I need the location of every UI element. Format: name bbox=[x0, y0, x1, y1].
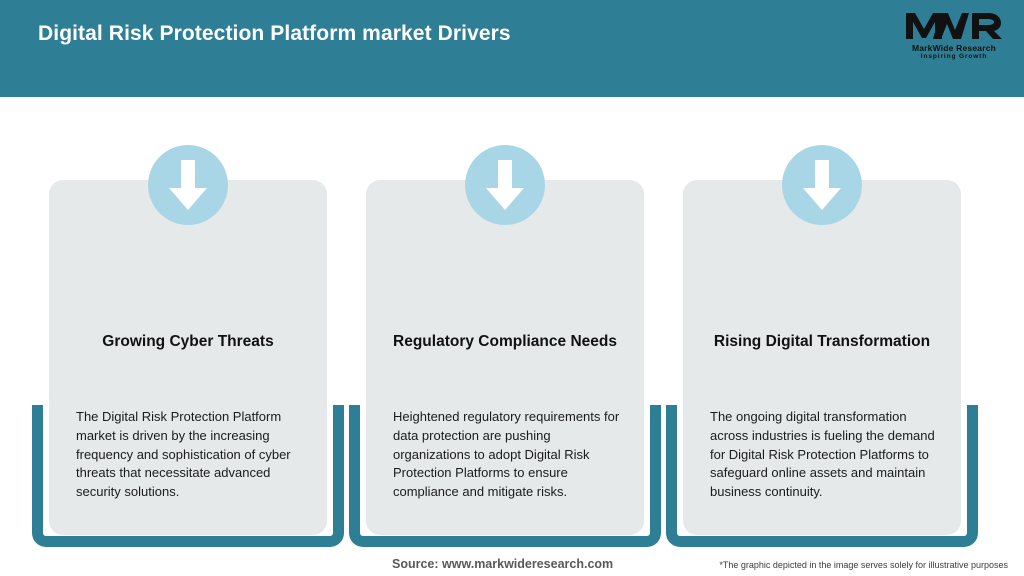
driver-card-1: Growing Cyber Threats The Digital Risk P… bbox=[32, 97, 344, 547]
disclaimer-label: *The graphic depicted in the image serve… bbox=[719, 560, 1008, 570]
arrow-down-glyph bbox=[169, 160, 207, 210]
page-title: Digital Risk Protection Platform market … bbox=[38, 22, 511, 45]
drivers-card-list: Growing Cyber Threats The Digital Risk P… bbox=[0, 97, 1024, 547]
arrow-down-icon bbox=[148, 145, 228, 225]
source-label: Source: www.markwideresearch.com bbox=[392, 557, 614, 571]
card-panel: Regulatory Compliance Needs Heightened r… bbox=[366, 180, 644, 535]
card-accent-bracket bbox=[349, 405, 661, 547]
logo-tagline: Inspiring Growth bbox=[920, 53, 988, 60]
arrow-down-glyph bbox=[486, 160, 524, 210]
arrow-down-glyph bbox=[803, 160, 841, 210]
card-body-text: The ongoing digital transformation acros… bbox=[710, 409, 935, 500]
arrow-down-icon bbox=[465, 145, 545, 225]
card-title: Regulatory Compliance Needs bbox=[393, 333, 617, 350]
card-title: Rising Digital Transformation bbox=[713, 333, 931, 350]
brand-logo: MarkWide Research Inspiring Growth bbox=[902, 8, 1006, 66]
logo-company-name: MarkWide Research bbox=[911, 43, 997, 53]
card-body-text: The Digital Risk Protection Platform mar… bbox=[76, 409, 291, 500]
card-title: Growing Cyber Threats bbox=[102, 333, 274, 350]
mwr-logo-icon bbox=[906, 13, 1002, 39]
card-accent-bracket bbox=[32, 405, 344, 547]
page-header: Digital Risk Protection Platform market … bbox=[0, 0, 1024, 97]
card-body-text: Heightened regulatory requirements for d… bbox=[393, 409, 620, 500]
card-panel: Rising Digital Transformation The ongoin… bbox=[683, 180, 961, 535]
card-panel: Growing Cyber Threats The Digital Risk P… bbox=[49, 180, 327, 535]
driver-card-3: Rising Digital Transformation The ongoin… bbox=[666, 97, 978, 547]
arrow-down-icon bbox=[782, 145, 862, 225]
driver-card-2: Regulatory Compliance Needs Heightened r… bbox=[349, 97, 661, 547]
card-accent-bracket bbox=[666, 405, 978, 547]
